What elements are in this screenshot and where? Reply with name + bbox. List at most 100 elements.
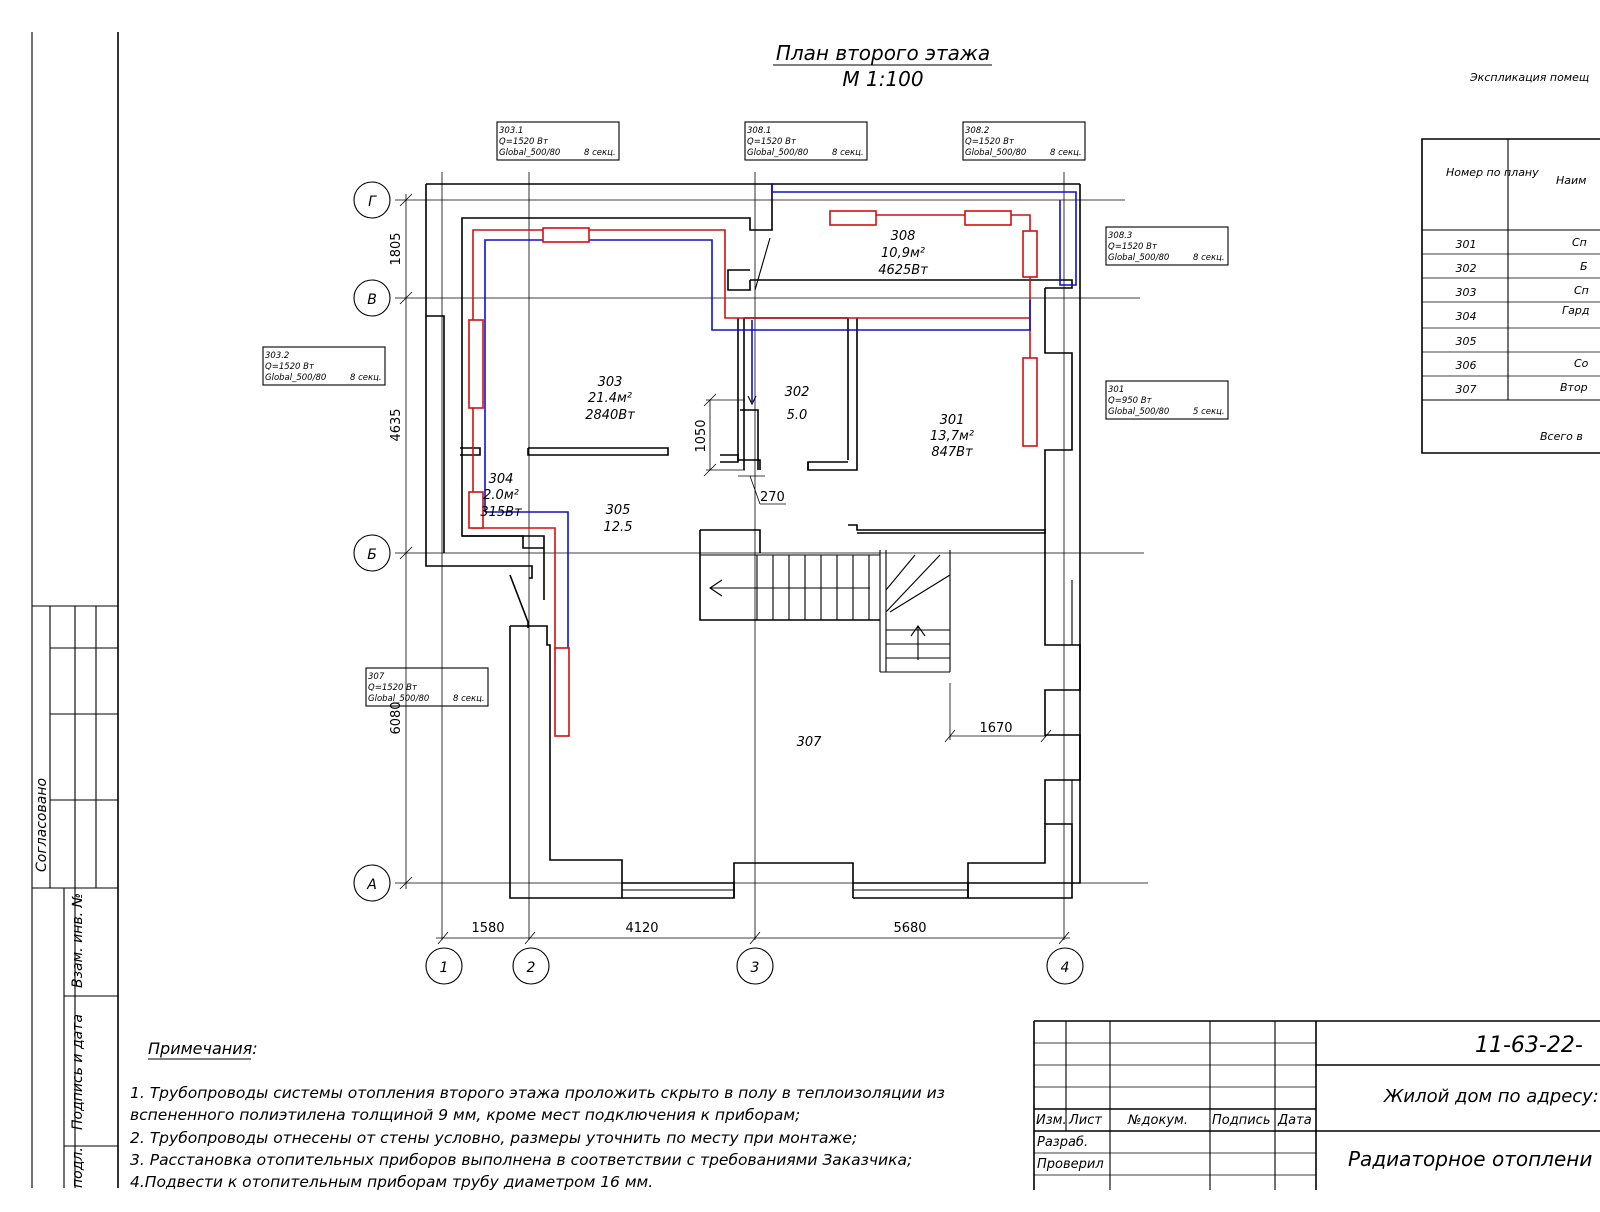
tag-id: 307 xyxy=(368,672,385,682)
tag-id: 303.2 xyxy=(265,351,289,361)
title-role: Разраб. xyxy=(1037,1135,1088,1150)
room-power: 315Вт xyxy=(480,505,522,520)
radiator xyxy=(542,227,590,243)
explication-name: Б xyxy=(1580,260,1588,273)
tag-id: 301 xyxy=(1108,385,1124,395)
dimension-left: 4635 xyxy=(389,408,404,441)
axis-label-col: 2 xyxy=(527,960,536,976)
radiator xyxy=(554,647,570,737)
room-number: 305 xyxy=(606,503,631,518)
tag-id: 308.2 xyxy=(965,126,989,136)
system-name: Радиаторное отоплени xyxy=(1348,1147,1592,1171)
title-role: Проверил xyxy=(1037,1157,1104,1172)
room-area: 2.0м² xyxy=(483,488,519,503)
radiator xyxy=(964,210,1012,226)
dimension-misc: 270 xyxy=(760,490,785,505)
explication-header-name: Наим xyxy=(1556,174,1586,187)
supply-pipe xyxy=(472,214,1031,512)
dimension-misc: 1050 xyxy=(694,419,709,452)
note-line: 3. Расстановка отопительных приборов вып… xyxy=(130,1151,912,1169)
dimension-misc: 1670 xyxy=(979,721,1012,736)
tag-id: 308.1 xyxy=(747,126,771,136)
radiators xyxy=(468,210,1038,737)
dimension-left: 6080 xyxy=(389,701,404,734)
stamp-signdate: Подпись и дата xyxy=(70,1014,86,1130)
room-area: 13,7м² xyxy=(930,429,974,444)
tag-model: Global_500/80 xyxy=(265,373,326,383)
radiator-tags: 303.1 Q=1520 Вт Global_500/80 8 секц. 30… xyxy=(262,121,1229,707)
explication-name: Втор xyxy=(1560,381,1588,394)
explication-num: 306 xyxy=(1456,359,1477,372)
axis-label-col: 3 xyxy=(751,960,760,976)
notes: Примечания: 1. Трубопроводы системы отоп… xyxy=(130,1039,945,1191)
room-area: 10,9м² xyxy=(881,246,925,261)
left-stamp: Согласовано Взам. инв. № Подпись и дата … xyxy=(31,32,119,1188)
axis-label-row: В xyxy=(367,292,377,308)
tag-q: Q=1520 Вт xyxy=(965,137,1015,147)
room-area: 21.4м² xyxy=(588,391,632,406)
radiator xyxy=(1022,357,1038,447)
explication-name: Сп xyxy=(1574,284,1589,297)
tag-sec: 8 секц. xyxy=(350,373,382,383)
tag-q: Q=1520 Вт xyxy=(1108,242,1158,252)
tag-model: Global_500/80 xyxy=(965,148,1026,158)
notes-heading: Примечания: xyxy=(148,1039,258,1058)
tag-sec: 8 секц. xyxy=(584,148,616,158)
stamp-agreed: Согласовано xyxy=(34,778,50,872)
room-power: 2840Вт xyxy=(585,408,635,423)
explication-name: Со xyxy=(1574,357,1589,370)
explication-name: Сп xyxy=(1572,236,1587,249)
tag-sec: 8 секц. xyxy=(1050,148,1082,158)
tag-q: Q=950 Вт xyxy=(1108,396,1153,406)
plan-scale: М 1:100 xyxy=(842,67,923,91)
tag-id: 308.3 xyxy=(1108,231,1132,241)
note-line: 4.Подвести к отопительным приборам трубу… xyxy=(130,1173,653,1191)
title-col: №докум. xyxy=(1127,1113,1188,1128)
note-line: 2. Трубопроводы отнесены от стены условн… xyxy=(130,1129,857,1147)
dimension-lines: 1580 4120 5680 1805 4635 6080 1050 270 1… xyxy=(389,193,1070,945)
room-area: 5.0 xyxy=(787,408,808,423)
title-col: Изм. xyxy=(1036,1113,1067,1128)
explication-num: 301 xyxy=(1456,238,1477,251)
room-power: 847Вт xyxy=(931,445,973,460)
axis-label-col: 4 xyxy=(1061,960,1070,976)
dimension-bottom: 1580 xyxy=(471,921,504,936)
radiator xyxy=(829,210,877,226)
return-pipe xyxy=(484,239,1031,512)
note-line: 1. Трубопроводы системы отопления второг… xyxy=(130,1084,945,1102)
building-address: Жилой дом по адресу: xyxy=(1383,1086,1599,1107)
stamp-orig: подл. xyxy=(70,1147,86,1188)
title-col: Лист xyxy=(1068,1113,1102,1128)
explication-num: 305 xyxy=(1456,335,1477,348)
tag-model: Global_500/80 xyxy=(747,148,808,158)
tag-sec: 8 секц. xyxy=(453,694,485,704)
explication-caption: Экспликация помещ xyxy=(1469,71,1589,84)
tag-model: Global_500/80 xyxy=(1108,253,1169,263)
tag-q: Q=1520 Вт xyxy=(499,137,549,147)
room-number: 307 xyxy=(797,735,823,750)
explication-num: 307 xyxy=(1456,383,1477,396)
dimension-bottom: 5680 xyxy=(893,921,926,936)
tag-sec: 8 секц. xyxy=(832,148,864,158)
explication-num: 303 xyxy=(1456,286,1477,299)
title-block: Изм. Лист №докум. Подпись Дата Разраб. П… xyxy=(1033,1020,1600,1190)
tag-q: Q=1520 Вт xyxy=(368,683,418,693)
explication-total: Всего в xyxy=(1540,430,1583,443)
radiator xyxy=(468,319,484,409)
room-area: 12.5 xyxy=(604,520,633,535)
tag-sec: 8 секц. xyxy=(1193,253,1225,263)
axis-label-row: А xyxy=(366,877,377,893)
tag-id: 303.1 xyxy=(499,126,523,136)
heating-pipes xyxy=(472,184,1077,650)
room-number: 302 xyxy=(785,385,810,400)
radiator xyxy=(468,491,484,529)
tag-model: Global_500/80 xyxy=(499,148,560,158)
room-number: 308 xyxy=(891,229,916,244)
tag-model: Global_500/80 xyxy=(368,694,429,704)
title-col: Подпись xyxy=(1212,1113,1270,1128)
title-col: Дата xyxy=(1277,1113,1312,1128)
axis-label-row: Б xyxy=(367,547,377,563)
note-line: вспененного полиэтилена толщиной 9 мм, к… xyxy=(130,1106,800,1124)
room-number: 301 xyxy=(940,413,965,428)
